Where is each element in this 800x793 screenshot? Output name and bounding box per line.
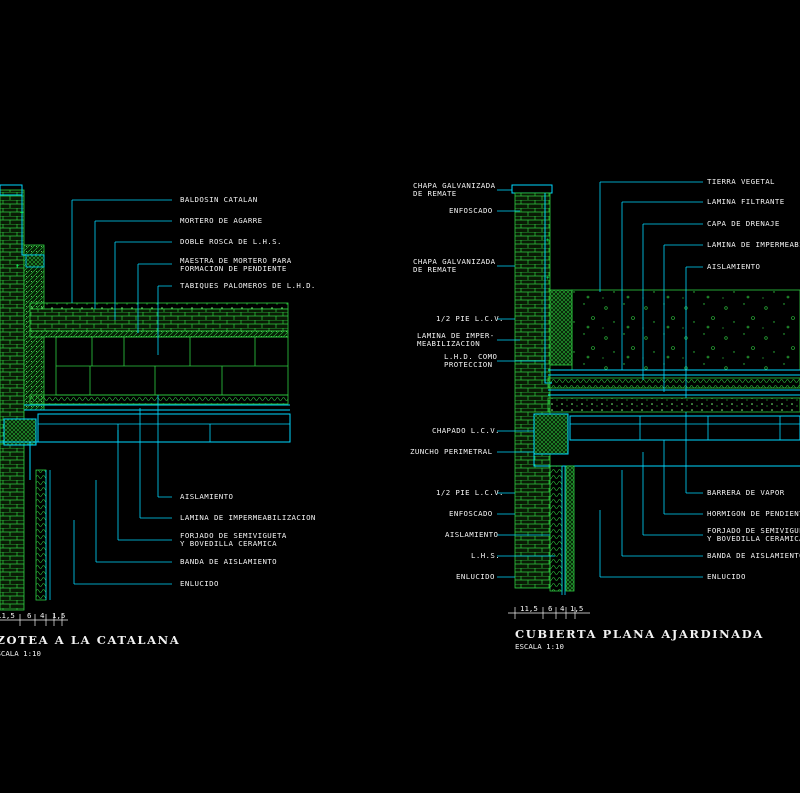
callout-medio-pie-lcv-1: 1/2 PIE L.C.V.: [436, 314, 504, 323]
callout-enfoscado-1: ENFOSCADO: [449, 206, 493, 215]
callout-aislamiento-right: AISLAMIENTO: [707, 262, 761, 271]
callout-banda-aislamiento: BANDA DE AISLAMIENTO: [180, 557, 277, 566]
callout-aislamiento: AISLAMIENTO: [180, 492, 234, 501]
svg-text:+: +: [546, 238, 550, 244]
callout-banda-aislamiento-r: BANDA DE AISLAMIENTO: [707, 552, 800, 560]
right-title: CUBIERTA PLANA AJARDINADA: [515, 627, 764, 641]
left-dimension: [0, 614, 68, 626]
svg-text:+: +: [20, 211, 24, 217]
callout-capa-de-drenaje: CAPA DE DRENAJE: [707, 219, 780, 228]
right-dim-1: 11,5: [520, 604, 538, 613]
callout-lhs: L.H.S.: [471, 551, 501, 560]
right-scale: ESCALA 1:10: [515, 642, 564, 651]
svg-text:+: +: [546, 276, 550, 282]
left-dim-1: 11,5: [0, 611, 15, 620]
callout-chapa-galvanizada-2: CHAPA GALVANIZADA DE REMATE: [413, 257, 496, 274]
callout-mortero-de-agarre: MORTERO DE AGARRE: [180, 216, 263, 225]
callout-chapa-galvanizada-1: CHAPA GALVANIZADA DE REMATE: [413, 181, 496, 198]
callout-enlucido-right: ENLUCIDO: [707, 572, 746, 581]
callout-tierra-vegetal: TIERRA VEGETAL: [707, 177, 775, 186]
left-dim-2: 6: [27, 611, 32, 620]
right-leaders-right: [599, 181, 703, 578]
callout-lamina-filtrante: LAMINA FILTRANTE: [707, 197, 785, 206]
callout-forjado-r: FORJADO DE SEMIVIGUETA Y BOVEDILLA CERAM…: [707, 527, 800, 543]
left-leaders: [71, 199, 172, 585]
callout-chapado-lcv: CHAPADO L.C.V.: [432, 426, 500, 435]
callout-enlucido-left: ENLUCIDO: [456, 572, 495, 581]
left-title: AZOTEA A LA CATALANA: [0, 633, 181, 647]
callout-lhd-proteccion: L.H.D. COMO PROTECCION: [444, 352, 498, 369]
callout-lamina-impermeabilizacion: LAMINA DE IMPERMEABILIZACION: [180, 513, 316, 522]
callout-forjado: FORJADO DE SEMIVIGUETA Y BOVEDILLA CERAM…: [180, 531, 287, 548]
callout-zuncho-perimetral: ZUNCHO PERIMETRAL: [410, 447, 493, 456]
left-dim-4: 1,5: [52, 611, 66, 620]
right-leaders-left: [497, 189, 555, 578]
left-detail-drawing: [0, 184, 291, 611]
right-dimension: [508, 607, 590, 619]
callout-medio-pie-lcv-2: 1/2 PIE L.C.V.: [436, 488, 504, 497]
right-dim-3: 4: [560, 604, 565, 613]
left-dim-3: 4: [40, 611, 45, 620]
callout-tabiques-palomeros: TABIQUES PALOMEROS DE L.H.D.: [180, 281, 316, 290]
callout-aislamiento-left: AISLAMIENTO: [445, 530, 499, 539]
level-markers: + + + +: [16, 211, 550, 282]
callout-hormigon-pendiente: HORMIGON DE PENDIENTE: [707, 510, 800, 518]
right-dim-4: 1,5: [570, 604, 584, 613]
callout-barrera-de-vapor: BARRERA DE VAPOR: [707, 488, 785, 497]
callout-baldosin-catalan: BALDOSIN CATALAN: [180, 195, 258, 204]
callout-lamina-impermeabilizacion-r: LAMINA DE IMPERMEABILIZACION: [707, 241, 800, 249]
callout-enfoscado-2: ENFOSCADO: [449, 509, 493, 518]
svg-text:+: +: [16, 264, 20, 270]
left-scale: ESCALA 1:10: [0, 649, 41, 658]
right-dim-2: 6: [548, 604, 553, 613]
callout-doble-rosca: DOBLE ROSCA DE L.H.S.: [180, 237, 282, 246]
callout-maestra-de-mortero: MAESTRA DE MORTERO PARA FORMACION DE PEN…: [180, 256, 292, 273]
callout-lamina-imper: LAMINA DE IMPER- MEABILIZACION: [417, 331, 495, 348]
callout-enlucido: ENLUCIDO: [180, 579, 219, 588]
